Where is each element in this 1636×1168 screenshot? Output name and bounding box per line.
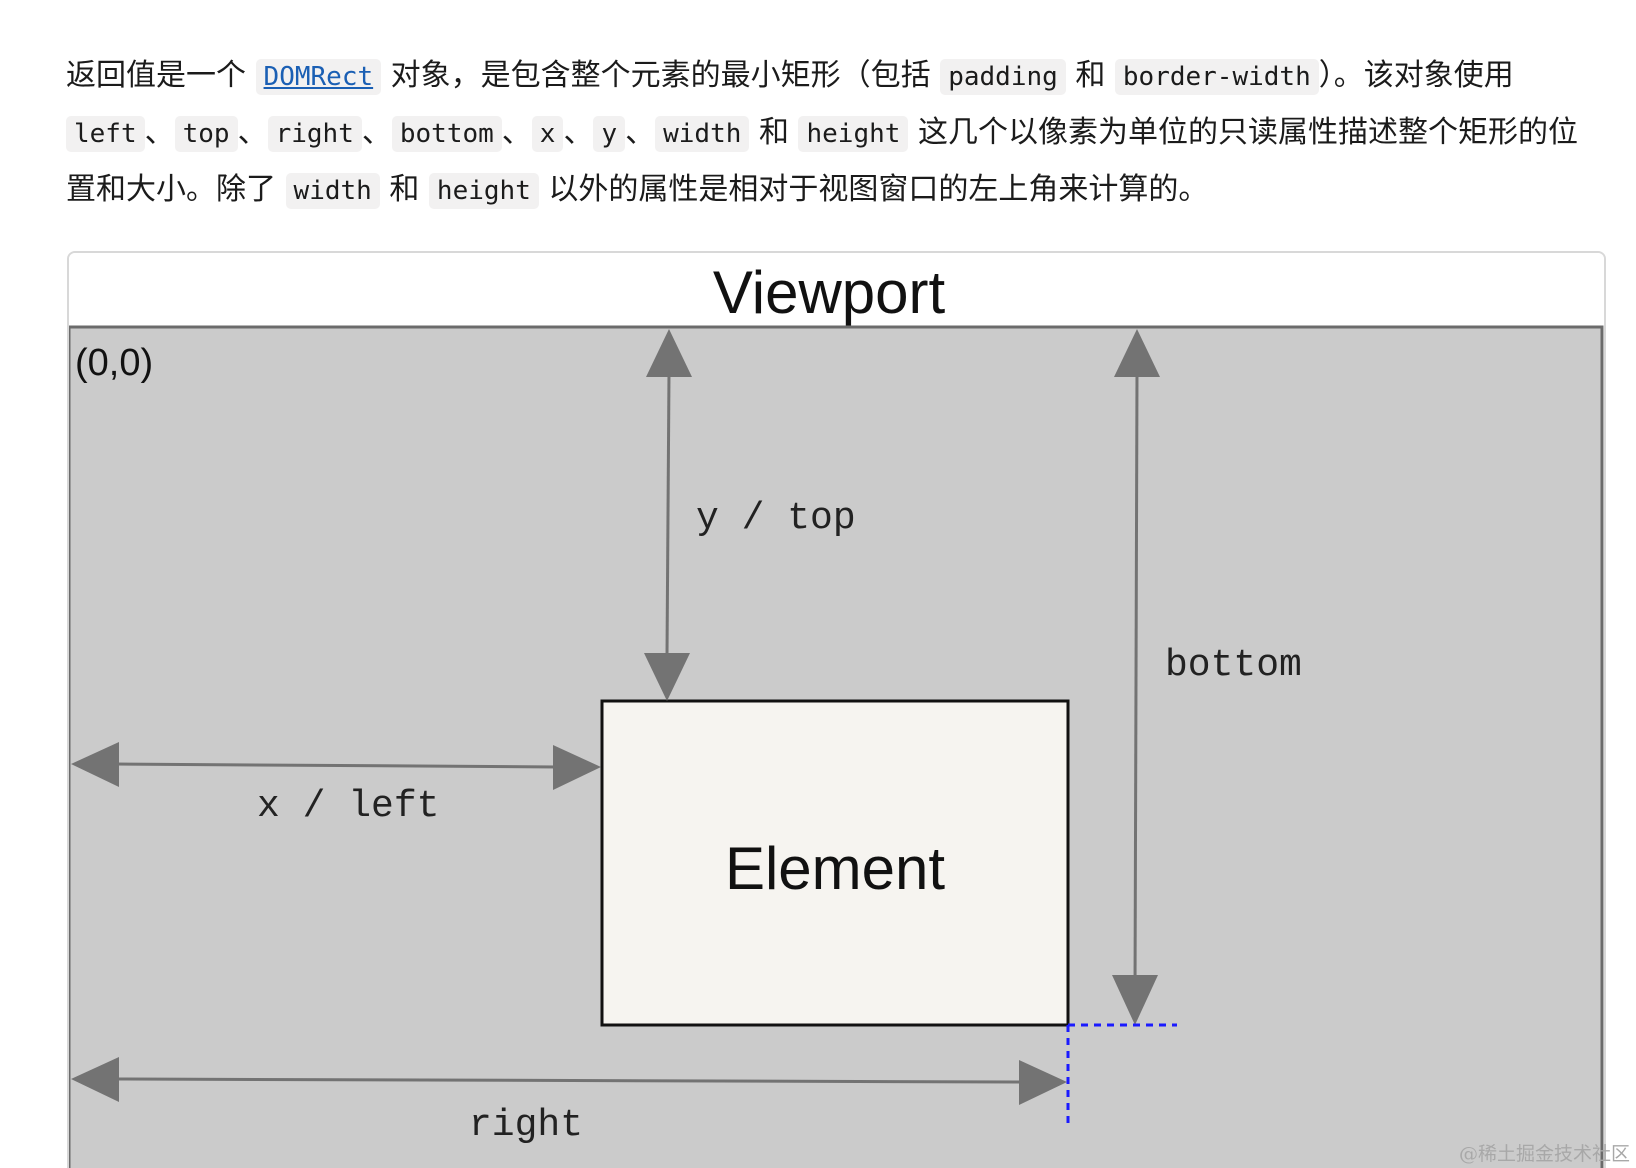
- text-run: 和: [389, 172, 420, 207]
- arrowhead-up-icon: [1114, 329, 1160, 377]
- watermark: @稀土掘金技术社区: [1458, 1143, 1630, 1165]
- right-arrow-line: [114, 1077, 1020, 1084]
- y-top-label: y / top: [696, 497, 856, 540]
- diagram-svg: Viewport (0,0) Element y / top bottom x …: [69, 253, 1604, 1168]
- x-left-label: x / left: [257, 785, 439, 828]
- text-run: 和: [1075, 58, 1106, 93]
- element-box: [600, 699, 1070, 1027]
- arrowhead-right-icon: [553, 745, 601, 790]
- y-top-arrow-line: [665, 372, 671, 656]
- text-run: 这几个以像素为单位的只读属性描述整个矩形的位置和大小。除了: [66, 115, 1578, 207]
- arrowhead-down-icon: [1112, 975, 1158, 1025]
- arrowhead-up-icon: [646, 329, 692, 377]
- code-left: left: [66, 116, 145, 152]
- arrowhead-left-icon: [71, 742, 119, 787]
- arrowhead-right-icon: [1019, 1060, 1067, 1105]
- element-label: Element: [725, 835, 945, 902]
- code-y: y: [593, 116, 626, 152]
- code-top: top: [174, 116, 238, 152]
- arrowhead-left-icon: [71, 1057, 119, 1102]
- code-padding: padding: [940, 59, 1066, 95]
- text-run: 以外的属性是相对于视图窗口的左上角来计算的。: [548, 172, 1209, 207]
- code-height: height: [798, 116, 909, 152]
- bottom-arrow-line: [1133, 372, 1139, 992]
- domrect-diagram: Viewport (0,0) Element y / top bottom x …: [67, 251, 1606, 1168]
- description-paragraph: 返回值是一个 DOMRect 对象，是包含整个元素的最小矩形（包括 paddin…: [66, 48, 1596, 219]
- right-label: right: [469, 1104, 583, 1147]
- code-bottom: bottom: [391, 116, 502, 152]
- viewport-title: Viewport: [713, 259, 946, 326]
- code-width: width: [655, 116, 750, 152]
- text-run: 对象，是包含整个元素的最小矩形（包括: [390, 58, 931, 93]
- domrect-link[interactable]: DOMRect: [255, 59, 382, 95]
- text-run: ）。该对象使用: [1318, 58, 1514, 93]
- code-border-width: border-width: [1114, 59, 1319, 95]
- text-run: 返回值是一个: [66, 58, 246, 93]
- viewport-header: [69, 253, 1604, 327]
- code-height: height: [428, 173, 539, 209]
- x-left-arrow-line: [114, 762, 558, 769]
- code-x: x: [531, 116, 564, 152]
- separator: 、: [625, 115, 656, 150]
- text-run: 和: [758, 115, 789, 150]
- origin-label: (0,0): [75, 342, 153, 384]
- viewport-area: [69, 325, 1604, 1168]
- separator: 、: [237, 115, 268, 150]
- arrowhead-down-icon: [644, 653, 690, 701]
- separator: 、: [501, 115, 532, 150]
- separator: 、: [361, 115, 392, 150]
- code-right: right: [267, 116, 362, 152]
- code-width: width: [285, 173, 380, 209]
- separator: 、: [144, 115, 175, 150]
- separator: 、: [563, 115, 594, 150]
- bottom-label: bottom: [1165, 644, 1302, 687]
